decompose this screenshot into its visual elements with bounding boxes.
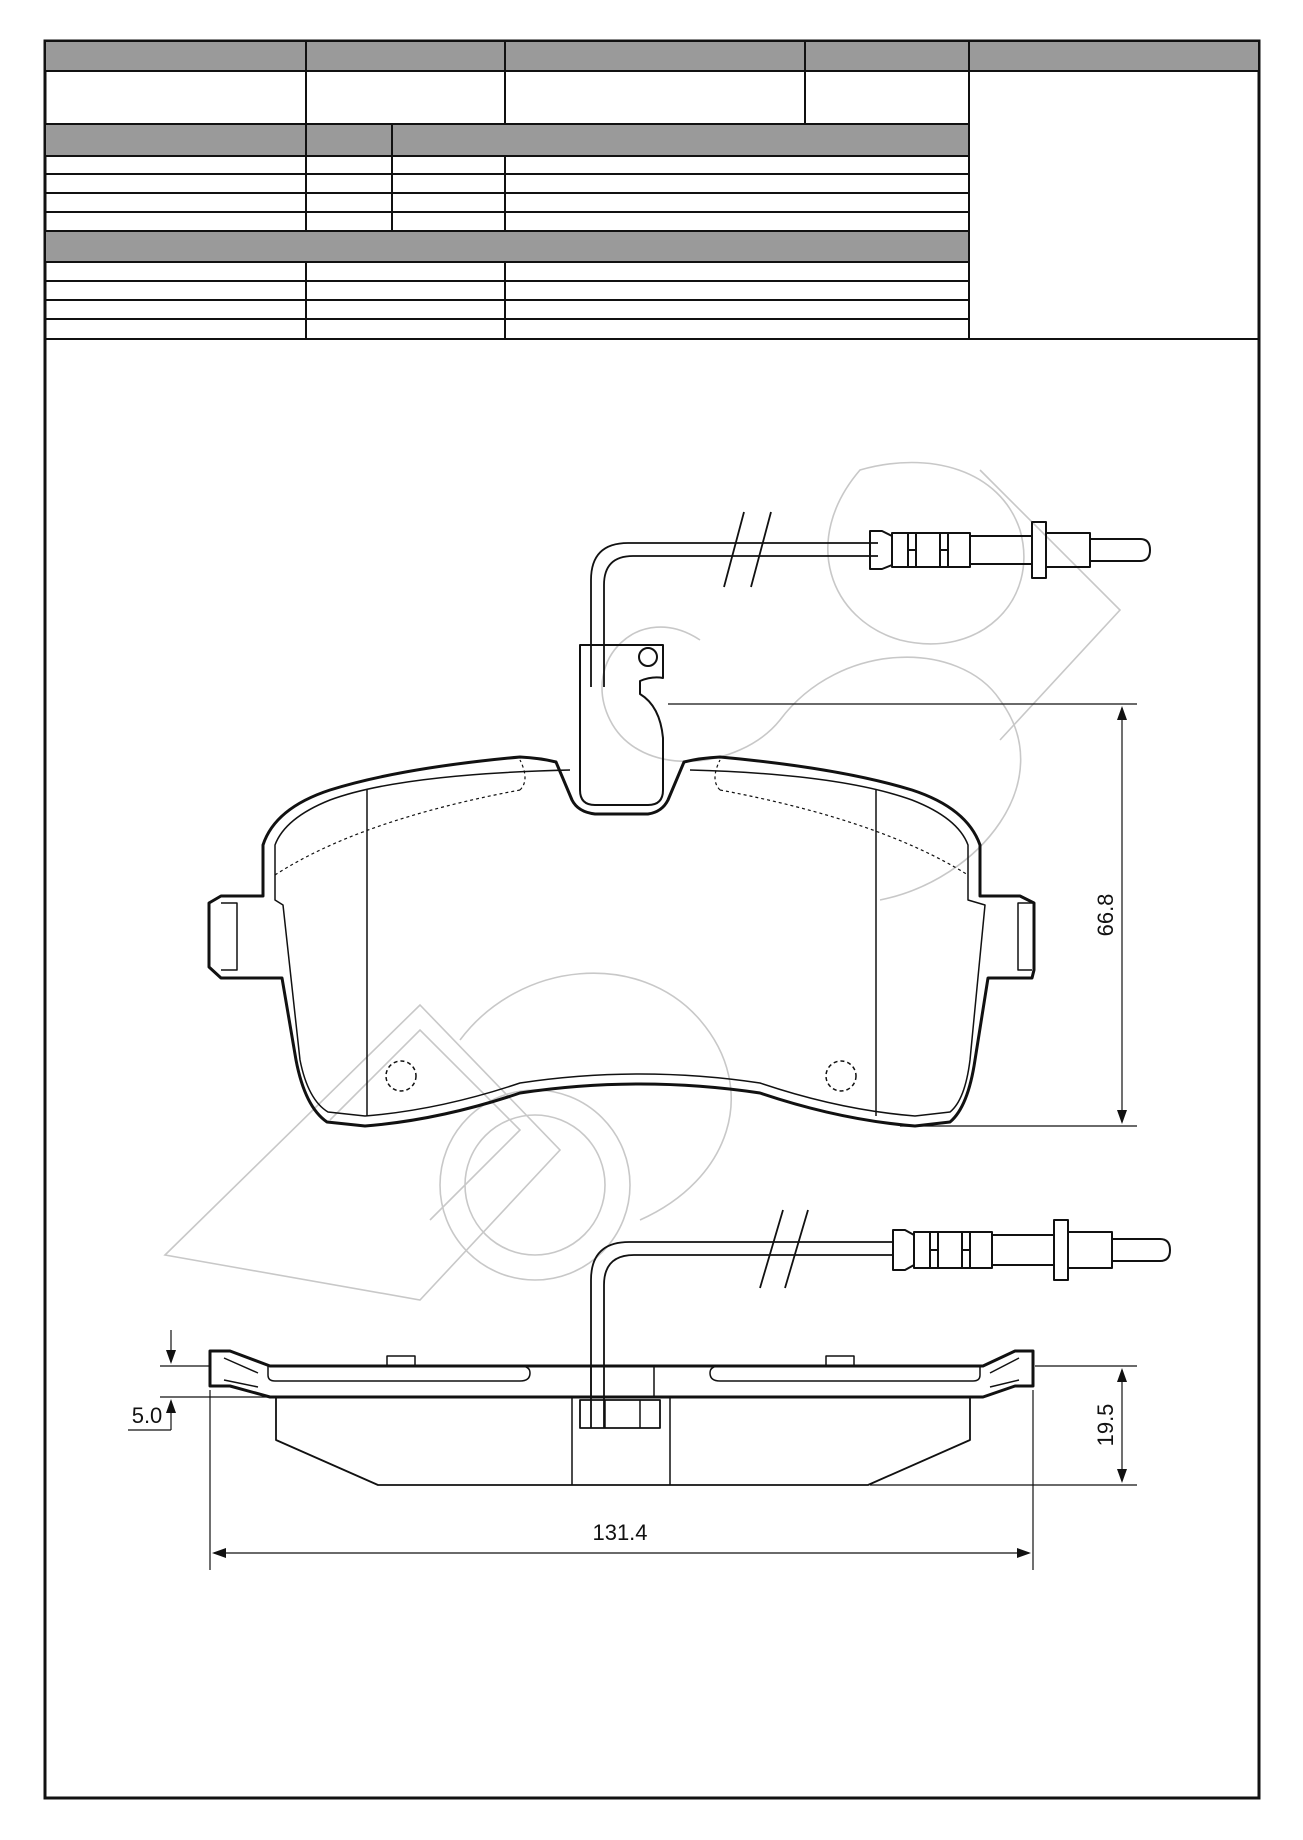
table-section-header-1 bbox=[44, 123, 970, 157]
dim-label-thickness: 19.5 bbox=[1093, 1404, 1118, 1447]
sensor-clip bbox=[579, 644, 664, 806]
dim-label-width: 131.4 bbox=[592, 1520, 647, 1545]
dowel-hole-right bbox=[825, 1060, 857, 1092]
sensor-connector-side bbox=[892, 1219, 1171, 1281]
pad-side-view bbox=[128, 1209, 1171, 1570]
pad-top-view bbox=[207, 511, 1151, 1128]
friction-material-profile bbox=[275, 1397, 971, 1486]
wire-break-mark-side bbox=[759, 1209, 809, 1289]
watermark-logo bbox=[163, 461, 1122, 1301]
dowel-hole-left bbox=[385, 1060, 417, 1092]
title-block-table bbox=[44, 40, 1260, 340]
sensor-wire bbox=[590, 542, 878, 687]
backing-plate-outline bbox=[207, 755, 1036, 1128]
sensor-connector bbox=[869, 521, 1151, 579]
table-section-header-2 bbox=[44, 230, 970, 263]
table-header-row bbox=[44, 40, 1260, 72]
wear-indicator-line bbox=[274, 789, 969, 876]
sheet-border bbox=[43, 39, 1261, 1800]
backing-plate-profile bbox=[208, 1349, 1035, 1399]
wire-break-mark bbox=[723, 511, 772, 588]
dim-label-backplate: 5.0 bbox=[132, 1403, 163, 1428]
dim-label-height: 66.8 bbox=[1093, 894, 1118, 937]
